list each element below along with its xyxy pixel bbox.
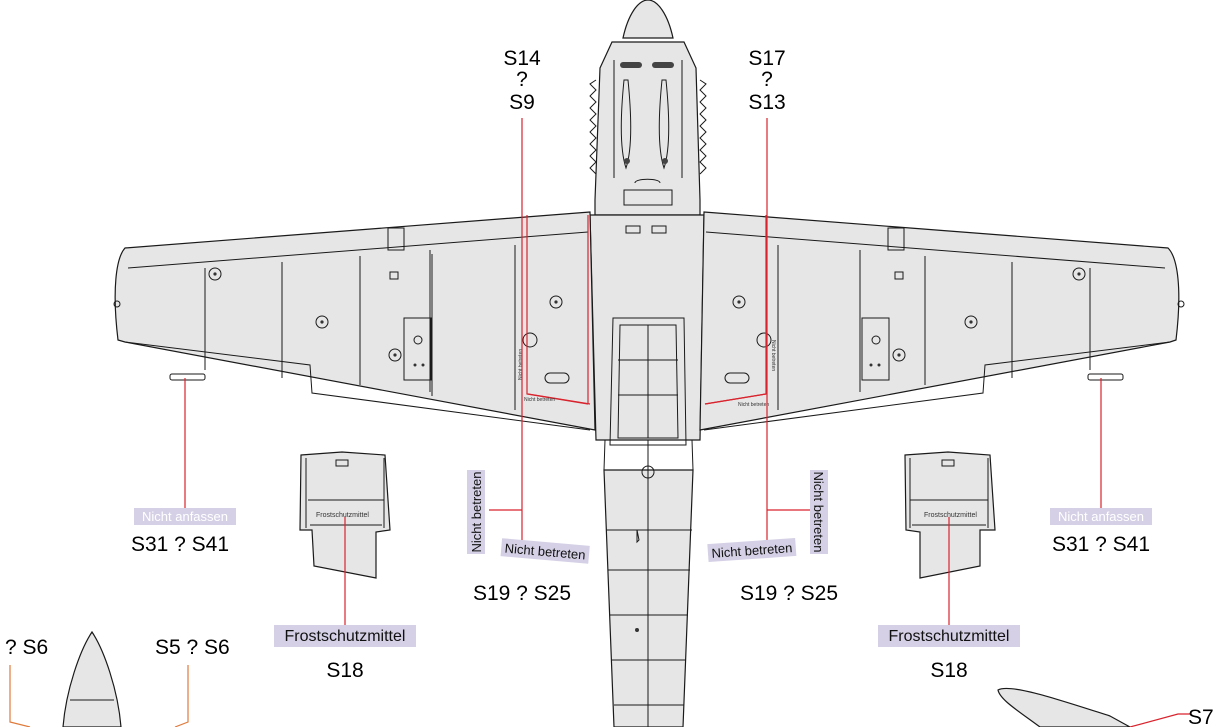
- stencil-frostschutzmittel-left: Frostschutzmittel: [274, 625, 416, 647]
- stencil-nicht-betreten-left-angled: Nicht betreten: [500, 538, 590, 564]
- stencil-nicht-betreten-left-vertical: Nicht betreten: [467, 470, 485, 554]
- right-radiator-stencil: Frostschutzmittel: [924, 512, 977, 519]
- svg-text:Frostschutzmittel: Frostschutzmittel: [889, 628, 1010, 645]
- leader-lines: [9, 118, 1190, 727]
- callout-left-walkway: S19 ? S25: [473, 582, 571, 605]
- left-radiator: Frostschutzmittel: [299, 451, 391, 579]
- left-radiator-stencil: Frostschutzmittel: [316, 512, 369, 519]
- svg-text:Nicht anfassen: Nicht anfassen: [1058, 509, 1144, 524]
- callout-left-wingtip: S31 ? S41: [131, 533, 229, 556]
- callout-bottom-left-1: ? S6: [5, 636, 48, 659]
- svg-text:Nicht betreten: Nicht betreten: [469, 472, 484, 553]
- right-radiator: Frostschutzmittel: [904, 451, 996, 579]
- callout-left-radiator: S18: [326, 659, 363, 682]
- left-walkway-tiny-text-vertical: Nicht betreten: [518, 349, 524, 380]
- left-walkway-tiny-text: Nicht betreten: [524, 397, 555, 403]
- callout-right-radiator: S18: [930, 659, 967, 682]
- callout-right-walkway: S19 ? S25: [740, 582, 838, 605]
- callout-bottom-right: S7: [1188, 706, 1214, 727]
- drop-tank-front: [62, 630, 122, 727]
- callout-bottom-left-2: S5 ? S6: [155, 636, 230, 659]
- right-walkway-tiny-text: Nicht betreten: [738, 402, 769, 408]
- antenna-part: [997, 687, 1131, 727]
- callout-right-wingtip: S31 ? S41: [1052, 533, 1150, 556]
- callout-right-root-q: ?: [761, 68, 773, 91]
- svg-text:Nicht anfassen: Nicht anfassen: [142, 509, 228, 524]
- fuselage: [589, 0, 707, 727]
- right-walkway-tiny-text-vertical: Nicht betreten: [770, 340, 776, 371]
- left-wing: Nicht betreten Nicht betreten: [113, 211, 596, 431]
- callout-left-root-bottom: S9: [509, 91, 535, 114]
- callout-right-root-bottom: S13: [748, 91, 785, 114]
- svg-text:Frostschutzmittel: Frostschutzmittel: [285, 628, 406, 645]
- right-wing: Nicht betreten Nicht betreten: [699, 211, 1185, 431]
- stencil-nicht-betreten-right-angled: Nicht betreten: [707, 537, 797, 563]
- stencil-nicht-betreten-right-vertical: Nicht betreten: [810, 470, 828, 554]
- svg-text:Nicht betreten: Nicht betreten: [811, 472, 826, 553]
- callout-left-root-top: S14: [503, 47, 541, 70]
- callout-right-root-top: S17: [748, 47, 785, 70]
- callout-left-root-q: ?: [516, 68, 528, 91]
- stencil-nicht-anfassen-right: Nicht anfassen: [1050, 508, 1152, 525]
- svg-text:Nicht betreten: Nicht betreten: [504, 541, 586, 563]
- stencil-frostschutzmittel-right: Frostschutzmittel: [878, 625, 1020, 647]
- stencil-nicht-anfassen-left: Nicht anfassen: [134, 508, 236, 525]
- svg-text:Nicht betreten: Nicht betreten: [711, 540, 793, 561]
